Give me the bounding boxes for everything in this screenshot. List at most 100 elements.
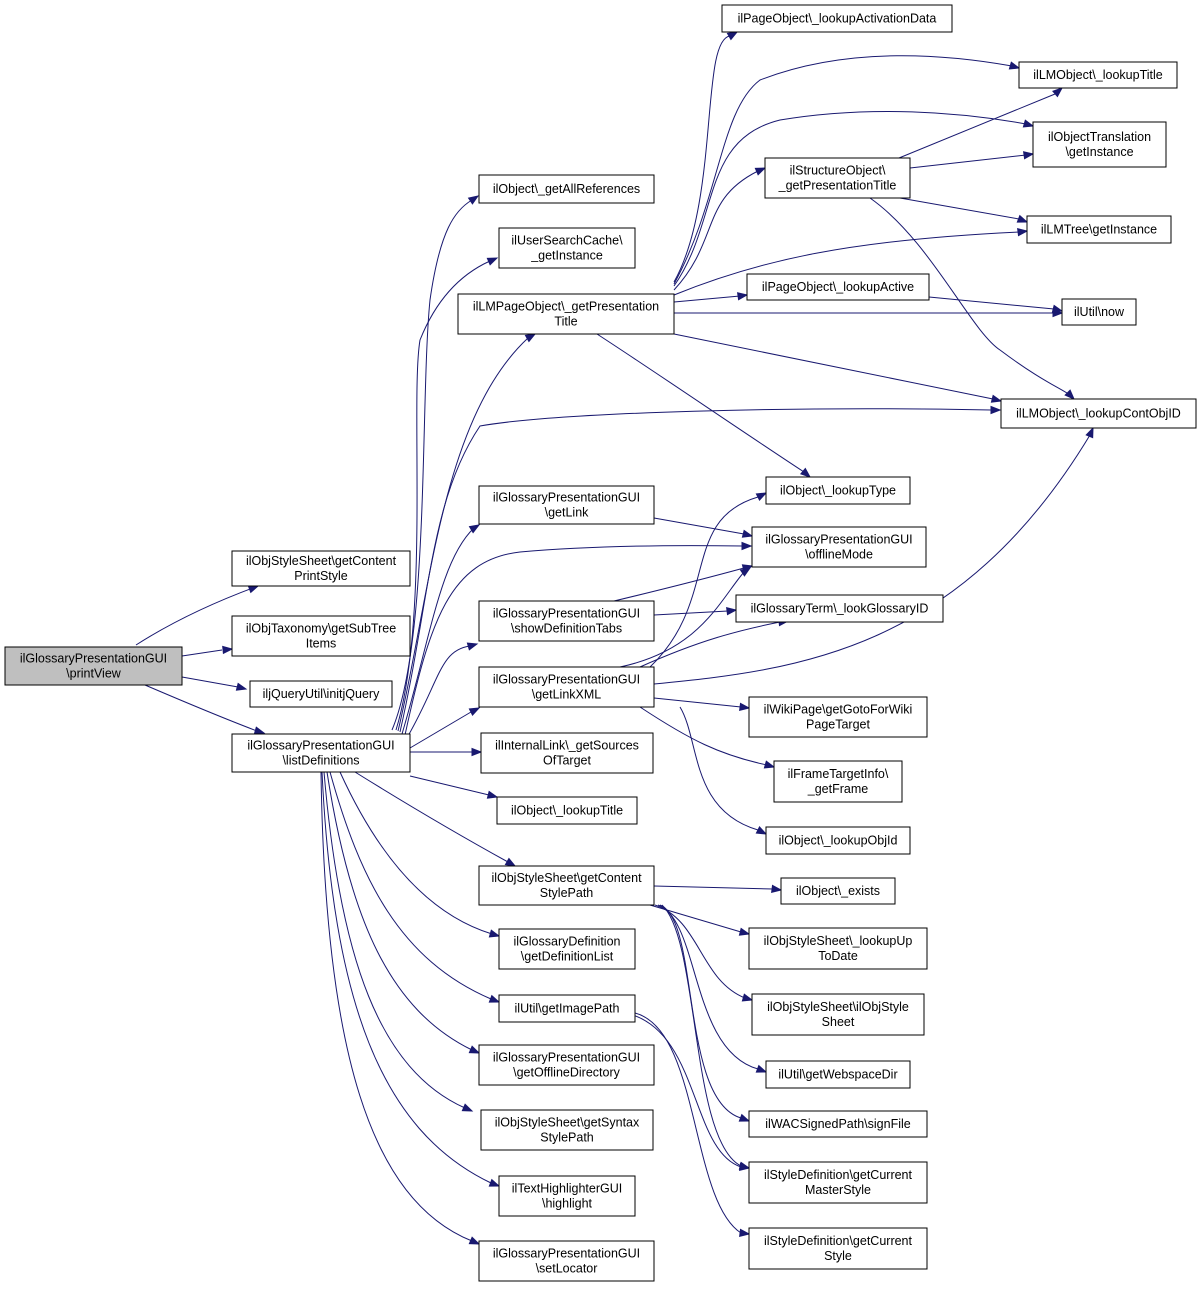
node-box[interactable]	[765, 826, 911, 855]
node-box[interactable]	[480, 732, 654, 774]
node-box[interactable]	[498, 1175, 636, 1217]
node-page-lookup-activation[interactable]: ilPageObject\_lookupActivationData	[721, 4, 953, 33]
node-box[interactable]	[735, 594, 944, 623]
node-initj-query[interactable]: iljQueryUtil\initjQuery	[249, 680, 393, 708]
node-lm-tree-get-instance[interactable]: ilLMTree\getInstance	[1026, 215, 1172, 244]
node-label: ilGlossaryPresentationGUI	[20, 652, 167, 666]
node-box[interactable]	[498, 994, 636, 1023]
node-box[interactable]	[780, 877, 896, 905]
node-box[interactable]	[764, 157, 911, 199]
call-edge	[673, 231, 1020, 296]
node-label: ilTextHighlighterGUI	[512, 1182, 622, 1196]
node-obj-exists[interactable]: ilObject\_exists	[780, 877, 896, 905]
node-box[interactable]	[1032, 121, 1167, 168]
node-sign-file[interactable]: ilWACSignedPath\signFile	[748, 1110, 928, 1138]
node-box[interactable]	[496, 796, 638, 825]
node-label: ilLMPageObject\_getPresentation	[473, 300, 659, 314]
node-box[interactable]	[498, 928, 636, 970]
node-get-all-references[interactable]: ilObject\_getAllReferences	[478, 174, 655, 204]
node-box[interactable]	[231, 733, 411, 773]
call-edge	[661, 904, 742, 1167]
node-struct-get-pres-title[interactable]: ilStructureObject\_getPresentationTitle	[764, 157, 911, 199]
node-obj-lookup-type[interactable]: ilObject\_lookupType	[765, 476, 911, 505]
node-util-now[interactable]: ilUtil\now	[1061, 298, 1137, 326]
node-box[interactable]	[231, 550, 411, 587]
node-gloss-term-look-gloss-i-d[interactable]: ilGlossaryTerm\_lookGlossaryID	[735, 594, 944, 623]
node-box[interactable]	[478, 485, 655, 525]
node-lm-lookup-cont-obj-i-d[interactable]: ilLMObject\_lookupContObjID	[1000, 398, 1197, 429]
call-edge	[928, 296, 1055, 310]
node-box[interactable]	[478, 865, 655, 906]
node-box[interactable]	[478, 1044, 655, 1086]
node-obj-style-sheet-ctor[interactable]: ilObjStyleSheet\ilObjStyleSheet	[751, 993, 925, 1036]
node-box[interactable]	[478, 600, 655, 642]
call-edge	[399, 408, 992, 733]
node-gp-get-link[interactable]: ilGlossaryPresentationGUI\getLink	[478, 485, 655, 525]
node-get-webspace-dir[interactable]: ilUtil\getWebspaceDir	[765, 1060, 911, 1089]
node-box[interactable]	[1018, 61, 1178, 89]
node-box[interactable]	[478, 666, 655, 708]
node-box[interactable]	[748, 1110, 928, 1138]
node-gp-show-def-tabs[interactable]: ilGlossaryPresentationGUI\showDefinition…	[478, 600, 655, 642]
node-highlight[interactable]: ilTextHighlighterGUI\highlight	[498, 1175, 636, 1217]
node-box[interactable]	[249, 680, 393, 708]
call-edge	[321, 771, 492, 1184]
node-label: ilObjStyleSheet\_lookupUp	[764, 934, 913, 948]
node-box[interactable]	[773, 760, 903, 803]
node-box[interactable]	[765, 1060, 911, 1089]
node-frame-target[interactable]: ilFrameTargetInfo\_getFrame	[773, 760, 903, 803]
node-page-lookup-active[interactable]: ilPageObject\_lookupActive	[746, 273, 930, 301]
node-get-image-path[interactable]: ilUtil\getImagePath	[498, 994, 636, 1023]
node-box[interactable]	[748, 1161, 928, 1204]
node-box[interactable]	[478, 1240, 655, 1282]
node-box[interactable]	[748, 927, 928, 970]
node-box[interactable]	[1000, 398, 1197, 429]
node-obj-translation[interactable]: ilObjectTranslation\getInstance	[1032, 121, 1167, 168]
arrowhead-icon	[739, 567, 752, 577]
node-box[interactable]	[4, 646, 183, 686]
node-box[interactable]	[765, 476, 911, 505]
node-obj-lookup-obj-id[interactable]: ilObject\_lookupObjId	[765, 826, 911, 855]
node-lm-page-get-pres-title[interactable]: ilLMPageObject\_getPresentationTitle	[457, 293, 675, 335]
call-edge	[144, 684, 258, 732]
node-box[interactable]	[751, 526, 927, 568]
node-list-definitions[interactable]: ilGlossaryPresentationGUI\listDefinition…	[231, 733, 411, 773]
node-root[interactable]: ilGlossaryPresentationGUI\printView	[4, 646, 183, 686]
node-label: ilStructureObject\	[790, 164, 886, 178]
node-box[interactable]	[480, 1109, 654, 1151]
node-box[interactable]	[721, 4, 953, 33]
node-box[interactable]	[748, 696, 928, 738]
node-get-definition-list[interactable]: ilGlossaryDefinition\getDefinitionList	[498, 928, 636, 970]
arrowhead-icon	[990, 394, 1003, 403]
arrowhead-icon	[222, 645, 234, 655]
node-box[interactable]	[748, 1227, 928, 1270]
node-box[interactable]	[231, 615, 411, 657]
node-box[interactable]	[1026, 215, 1172, 244]
node-obj-lookup-title[interactable]: ilObject\_lookupTitle	[496, 796, 638, 825]
node-user-search-cache[interactable]: ilUserSearchCache\_getInstance	[498, 227, 636, 269]
node-gp-offline-mode[interactable]: ilGlossaryPresentationGUI\offlineMode	[751, 526, 927, 568]
node-box[interactable]	[746, 273, 930, 301]
call-edge	[401, 527, 475, 735]
node-box[interactable]	[498, 227, 636, 269]
call-edge	[639, 706, 768, 766]
node-box[interactable]	[751, 993, 925, 1036]
node-box[interactable]	[478, 174, 655, 204]
node-box[interactable]	[1061, 298, 1137, 326]
node-get-offline-directory[interactable]: ilGlossaryPresentationGUI\getOfflineDire…	[478, 1044, 655, 1086]
node-box[interactable]	[457, 293, 675, 335]
node-lm-lookup-title[interactable]: ilLMObject\_lookupTitle	[1018, 61, 1178, 89]
node-set-locator[interactable]: ilGlossaryPresentationGUI\setLocator	[478, 1240, 655, 1282]
call-edge	[323, 771, 466, 1109]
node-gp-get-link-x-m-l[interactable]: ilGlossaryPresentationGUI\getLinkXML	[478, 666, 655, 708]
